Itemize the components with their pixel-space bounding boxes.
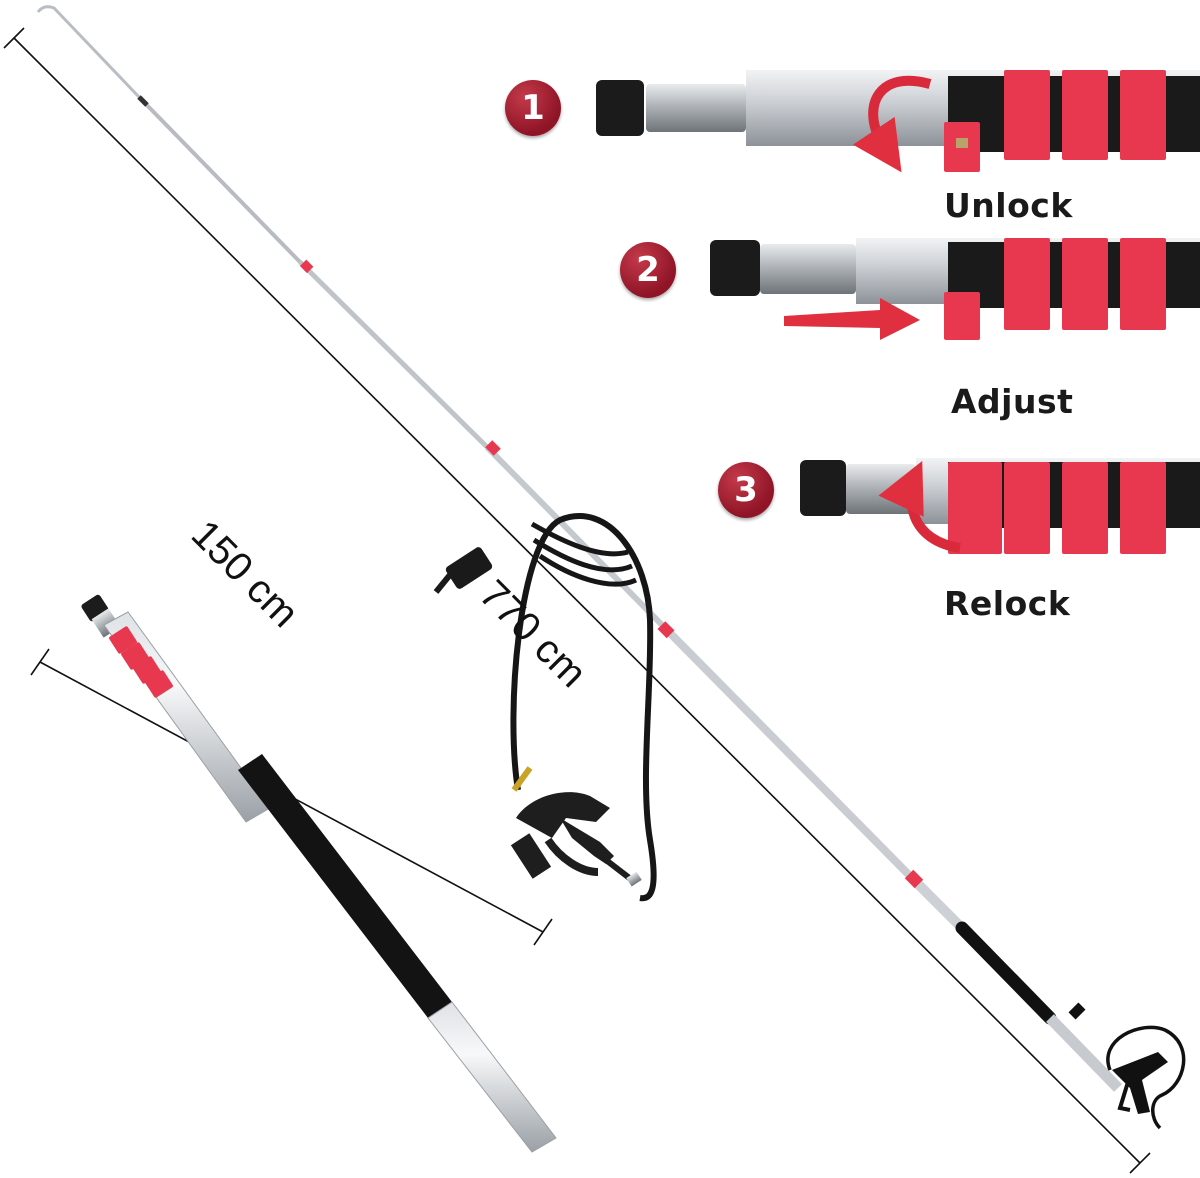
collapsed-spray-gun xyxy=(510,792,642,887)
extended-dimension-line xyxy=(3,27,1151,1174)
step-3-badge: 3 xyxy=(718,462,774,518)
foam-grip xyxy=(238,754,452,1018)
pole-collar xyxy=(485,440,501,456)
step-2-badge: 2 xyxy=(620,242,676,298)
spray-gun xyxy=(1112,1052,1168,1114)
extended-pole xyxy=(36,5,1186,1130)
pole-collar xyxy=(657,621,675,639)
collapsed-hose xyxy=(510,513,657,902)
step-2-illustration xyxy=(710,238,1200,340)
pole-grip xyxy=(955,921,1057,1025)
step-1-label: Unlock xyxy=(944,186,1073,225)
step-1-illustration xyxy=(596,70,1200,173)
step-2-label: Adjust xyxy=(951,382,1074,421)
pole-tip-hook xyxy=(36,5,142,100)
collapsed-clamps xyxy=(109,626,173,698)
pole-collar xyxy=(904,869,924,889)
step-3-illustration xyxy=(800,458,1200,554)
collapsed-pole xyxy=(81,513,657,1153)
hose xyxy=(1106,1025,1186,1130)
pole-collar xyxy=(299,259,314,274)
step-3-label: Relock xyxy=(944,584,1071,623)
step-1-badge: 1 xyxy=(505,80,561,136)
